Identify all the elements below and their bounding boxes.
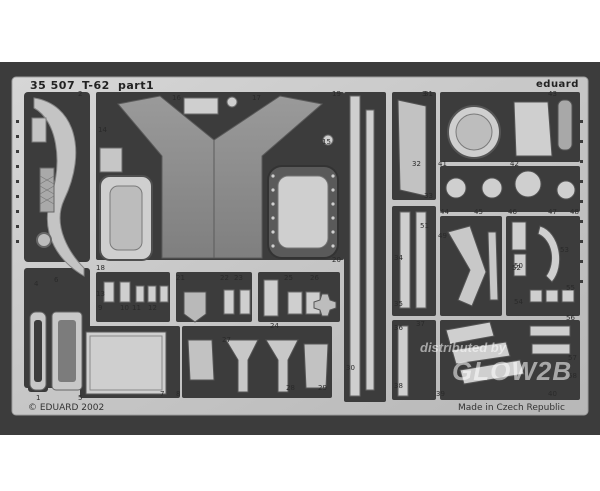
part-21-shield: [183, 291, 207, 323]
fret-part-label: part1: [118, 79, 155, 92]
part-18-washer: [322, 134, 334, 146]
part-number-48: 48: [570, 208, 579, 216]
part-number-15: 15: [322, 138, 331, 146]
part-15-plate: [99, 147, 123, 173]
watermark-line1: distributed by: [420, 340, 506, 355]
part-number-27: 27: [222, 336, 231, 344]
part-number-12: 12: [148, 304, 157, 312]
part-number-8: 8: [176, 390, 180, 398]
part-8-bracket: [187, 339, 215, 381]
part-number-9: 9: [98, 304, 102, 312]
part-6-gear: [36, 232, 52, 248]
part-number-37: 37: [416, 320, 425, 328]
part-number-53: 53: [560, 246, 569, 254]
part-number-3: 3: [422, 90, 426, 98]
part-number-25: 25: [284, 274, 293, 282]
part-4-small-tab: [31, 117, 47, 143]
part-number-56: 56: [566, 314, 575, 322]
part-number-7: 7: [160, 390, 164, 398]
part-number-19: 19: [332, 90, 341, 98]
part-43-mesh: [557, 99, 573, 151]
kit-title: T-62: [82, 79, 110, 92]
part-number-45: 45: [474, 208, 483, 216]
part-number-39: 39: [436, 390, 445, 398]
brand-logo: eduard: [536, 79, 579, 90]
part-number-17: 17: [252, 94, 261, 102]
part-17-round: [226, 96, 238, 108]
part-number-36: 36: [394, 324, 403, 332]
right-middle-parts: [511, 221, 575, 303]
part-number-34: 34: [394, 254, 403, 262]
part-number-50: 50: [514, 262, 523, 270]
part-number-55: 55: [566, 284, 575, 292]
part-number-5: 5: [78, 394, 82, 402]
part-34-strip: [399, 211, 411, 309]
part-number-52: 52: [512, 264, 521, 272]
part-26-gear-part: [313, 293, 337, 317]
part-number-33: 33: [424, 192, 433, 200]
part-number-11: 11: [132, 304, 141, 312]
part-50-clip: [487, 231, 499, 301]
part-number-26: 26: [310, 274, 319, 282]
part-28-y-bracket: [265, 339, 299, 393]
part-number-4: 4: [34, 280, 39, 288]
part-31-long-strip: [365, 109, 375, 391]
part-number-1: 1: [36, 394, 40, 402]
part-number-49: 49: [438, 232, 447, 240]
part-33-tall-bracket: [397, 99, 427, 197]
part-number-31: 31: [424, 90, 433, 98]
small-brackets-row: [103, 279, 321, 317]
part-number-28: 28: [286, 384, 295, 392]
part-number-23: 23: [234, 274, 243, 282]
part-35-strip: [415, 211, 427, 309]
part-number-20: 20: [332, 256, 341, 264]
part-number-21: 21: [176, 274, 185, 282]
part-number-40: 40: [548, 390, 557, 398]
part-30-long-strip: [349, 95, 361, 397]
round-parts-row: [445, 170, 576, 200]
part-number-35: 35: [394, 300, 403, 308]
part-number-43: 43: [548, 90, 557, 98]
part-number-42: 42: [510, 160, 519, 168]
part-42-plate: [513, 101, 553, 157]
part-number-57: 57: [568, 354, 577, 362]
part-number-13: 13: [96, 290, 105, 298]
right-edge-tabs: [580, 120, 583, 283]
part-number-6: 6: [54, 276, 59, 284]
part-number-38: 38: [394, 382, 403, 390]
part-number-46: 46: [508, 208, 517, 216]
part-number-10: 10: [120, 304, 129, 312]
part-number-30: 30: [346, 364, 355, 372]
kit-number: 35 507: [30, 79, 76, 92]
watermark-line2: GLOW2B: [452, 356, 573, 386]
part-number-18: 18: [96, 264, 105, 272]
part-number-58: 58: [568, 372, 577, 380]
part-number-2: 2: [78, 90, 82, 98]
part-number-51: 51: [420, 222, 429, 230]
part-37-strip: [397, 325, 409, 397]
part-number-22: 22: [220, 274, 229, 282]
part-1-curved-bracket: [33, 97, 85, 277]
part-16-handle: [183, 97, 219, 115]
part-29-bracket: [303, 343, 329, 389]
part-7-engine-deck: [85, 331, 167, 395]
part-number-44: 44: [440, 208, 449, 216]
part-number-16: 16: [172, 94, 181, 102]
part-number-41: 41: [438, 160, 447, 168]
part-19-right-fender: [213, 95, 324, 259]
part-number-32: 32: [412, 160, 421, 168]
part-number-54: 54: [514, 298, 523, 306]
bottom-right-parts: [445, 321, 571, 385]
part-number-47: 47: [548, 208, 557, 216]
part-number-24: 24: [270, 322, 279, 330]
part-49-hook: [447, 225, 487, 307]
origin-note: Made in Czech Republic: [458, 403, 565, 413]
part-number-14: 14: [98, 126, 107, 134]
part-number-29: 29: [318, 384, 327, 392]
part-27-y-bracket: [225, 339, 259, 393]
left-edge-tabs: [16, 120, 19, 243]
copyright: © EDUARD 2002: [28, 403, 105, 413]
